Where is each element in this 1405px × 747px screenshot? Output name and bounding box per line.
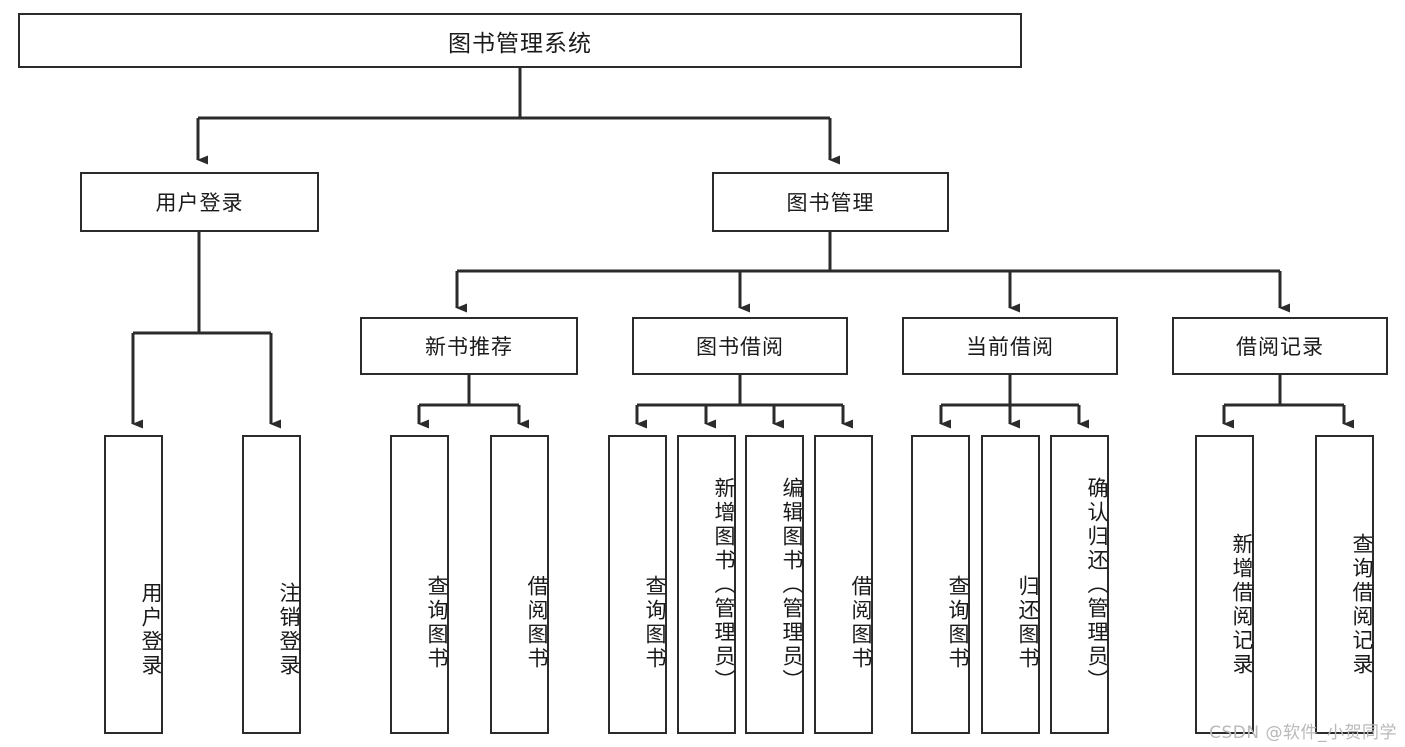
node-current-borrow-label: 当前借阅 <box>966 335 1054 359</box>
node-leaf-user-login-label: 用户登录 <box>139 581 163 678</box>
node-leaf-confirm-return-admin[interactable]: 确认归还（管理员） <box>1050 435 1109 734</box>
node-book-management[interactable]: 图书管理 <box>712 172 949 232</box>
node-leaf-borrow-book-1[interactable]: 借阅图书 <box>490 435 549 734</box>
node-leaf-edit-book-admin-label: 编辑图书（管理员） <box>780 476 804 693</box>
node-root[interactable]: 图书管理系统 <box>18 13 1022 68</box>
node-leaf-borrow-book-2-label: 借阅图书 <box>849 574 873 671</box>
node-leaf-query-book-1-label: 查询图书 <box>425 574 449 671</box>
node-book-management-label: 图书管理 <box>786 191 875 215</box>
node-new-book-recommend[interactable]: 新书推荐 <box>360 317 578 375</box>
node-borrow-record-label: 借阅记录 <box>1236 335 1324 359</box>
node-leaf-edit-book-admin[interactable]: 编辑图书（管理员） <box>745 435 804 734</box>
node-leaf-borrow-book-2[interactable]: 借阅图书 <box>814 435 873 734</box>
node-new-book-recommend-label: 新书推荐 <box>425 335 513 359</box>
node-book-borrow[interactable]: 图书借阅 <box>632 317 848 375</box>
node-leaf-query-book-3-label: 查询图书 <box>946 574 970 671</box>
node-user-login[interactable]: 用户登录 <box>80 172 319 232</box>
node-leaf-add-book-admin-label: 新增图书（管理员） <box>712 476 736 693</box>
node-leaf-query-book-2-label: 查询图书 <box>643 574 667 671</box>
node-leaf-logout-login-label: 注销登录 <box>277 581 301 678</box>
node-book-borrow-label: 图书借阅 <box>696 335 784 359</box>
node-leaf-query-borrow-record-label: 查询借阅记录 <box>1350 532 1374 677</box>
node-leaf-confirm-return-admin-label: 确认归还（管理员） <box>1085 476 1109 693</box>
node-borrow-record[interactable]: 借阅记录 <box>1172 317 1388 375</box>
node-leaf-query-book-3[interactable]: 查询图书 <box>911 435 970 734</box>
node-leaf-query-book-2[interactable]: 查询图书 <box>608 435 667 734</box>
node-leaf-add-borrow-record[interactable]: 新增借阅记录 <box>1195 435 1254 734</box>
node-leaf-logout-login[interactable]: 注销登录 <box>242 435 301 734</box>
node-leaf-user-login[interactable]: 用户登录 <box>104 435 163 734</box>
node-leaf-return-book-label: 归还图书 <box>1016 574 1040 671</box>
node-leaf-query-book-1[interactable]: 查询图书 <box>390 435 449 734</box>
node-user-login-label: 用户登录 <box>155 191 244 215</box>
node-root-label: 图书管理系统 <box>448 30 592 57</box>
node-leaf-borrow-book-1-label: 借阅图书 <box>525 574 549 671</box>
csdn-watermark: CSDN @软件_小贺同学 <box>1209 723 1397 743</box>
node-current-borrow[interactable]: 当前借阅 <box>902 317 1118 375</box>
node-leaf-query-borrow-record[interactable]: 查询借阅记录 <box>1315 435 1374 734</box>
node-leaf-return-book[interactable]: 归还图书 <box>981 435 1040 734</box>
node-leaf-add-book-admin[interactable]: 新增图书（管理员） <box>677 435 736 734</box>
node-leaf-add-borrow-record-label: 新增借阅记录 <box>1230 532 1254 677</box>
